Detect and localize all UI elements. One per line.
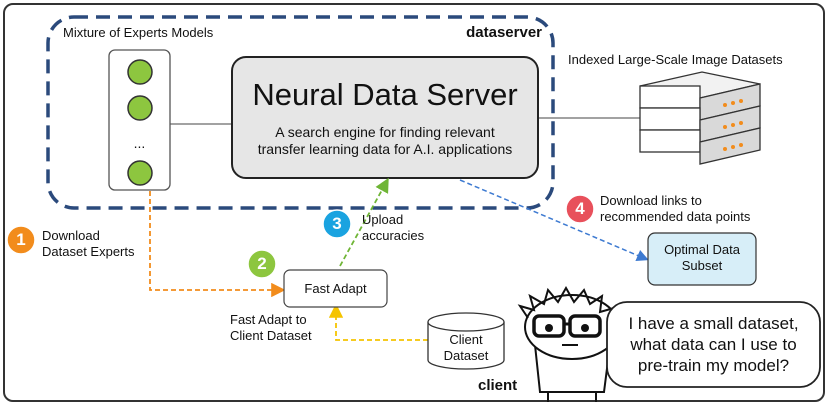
step-4-circle (565, 194, 595, 224)
nds-box (231, 56, 539, 179)
moe-title: Mixture of Experts Models (63, 25, 214, 40)
client-label: client (478, 377, 518, 394)
speech-bubble-line-1: I have a small dataset, (628, 314, 799, 333)
step-1-number: 1 (16, 230, 26, 249)
server-stack-icon (639, 71, 761, 165)
speech-bubble-line-3: pre-train my model? (637, 356, 790, 375)
nds-description-line-2: transfer learning data for A.I. applicat… (257, 141, 513, 157)
step-1-circle (6, 225, 36, 255)
expert-node-3 (127, 160, 153, 186)
indexed-datasets-label: Indexed Large-Scale Image Datasets (568, 52, 783, 67)
step-4-label-line-2: recommended data points (600, 209, 751, 224)
step-1-label-line-1: Download (42, 228, 100, 243)
client-dataset-cylinder (427, 312, 505, 370)
moe-ellipsis: ... (133, 135, 146, 151)
speech-bubble (606, 301, 821, 388)
expert-node-2 (127, 95, 153, 121)
download-links-arrow (459, 179, 649, 262)
optimal-subset-line-1: Optimal Data (664, 242, 740, 257)
nds-title: Neural Data Server (252, 77, 518, 112)
client-dataset-arrow (328, 303, 428, 341)
step-4-label-line-1: Download links to (600, 193, 702, 208)
step-4-number: 4 (575, 199, 585, 218)
download-experts-arrow (149, 191, 286, 298)
optimal-subset-box (647, 232, 757, 286)
fast-adapt-label: Fast Adapt (304, 281, 367, 296)
diagram-frame (3, 3, 825, 402)
nds-description-line-1: A search engine for finding relevant (275, 124, 495, 140)
step-3-label-line-1: Upload (362, 212, 404, 227)
fast-adapt-client-line-2: Client Dataset (230, 328, 312, 343)
fast-adapt-client-line-1: Fast Adapt to (230, 312, 307, 327)
client-character-icon (517, 285, 620, 402)
step-2-circle (247, 249, 277, 279)
step-3-label-line-2: accuracies (362, 228, 425, 243)
fast-adapt-box (283, 269, 388, 308)
step-3-number: 3 (332, 214, 342, 233)
step-3-circle (322, 209, 352, 239)
step-2-number: 2 (257, 254, 267, 273)
dataserver-label: dataserver (466, 24, 542, 41)
client-dataset-line-2: Dataset (443, 348, 489, 363)
optimal-subset-line-2: Subset (681, 258, 723, 273)
step-1-label-line-2: Dataset Experts (42, 244, 135, 259)
speech-bubble-line-2: what data can I use to (630, 335, 797, 354)
expert-node-1 (127, 59, 153, 85)
client-dataset-line-1: Client (449, 332, 483, 347)
dataserver-region (46, 15, 555, 210)
upload-accuracies-arrow (339, 177, 389, 267)
